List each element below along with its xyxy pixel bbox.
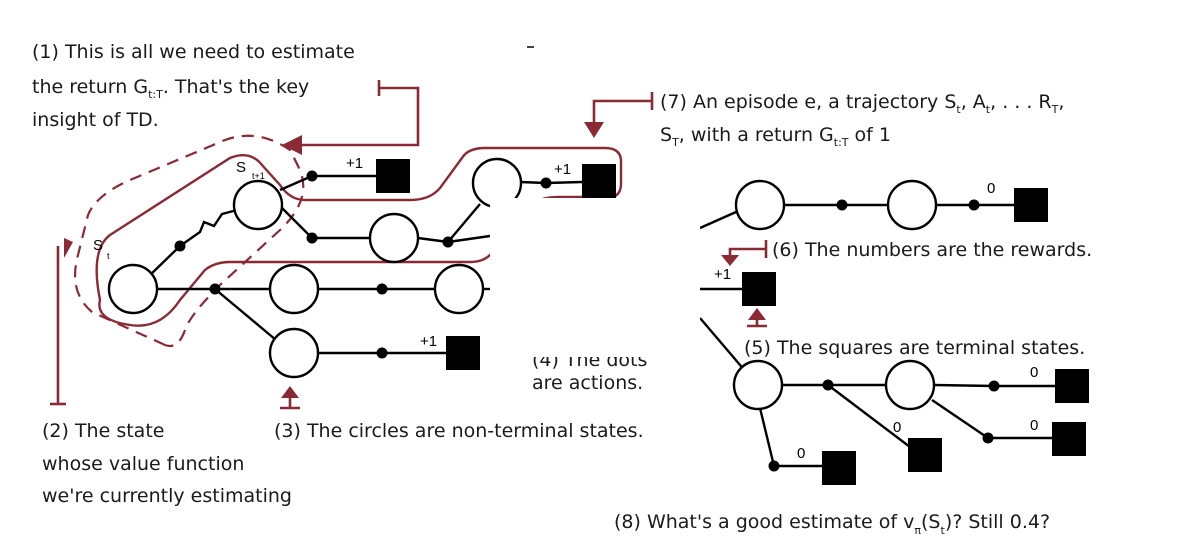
annotation-1-line3: insight of TD. [32,109,159,131]
edge-right-a-term-diag [827,384,911,448]
edge-a1-st1-zigzag [179,208,238,247]
edge-st-a1 [146,245,181,279]
state-circle [268,327,320,379]
edge-st1-a2 [279,174,313,192]
action-dot [209,283,221,295]
terminal-square [822,451,856,485]
occluding-panel [490,198,700,343]
edge-right-s9-a-down [931,399,989,439]
annotation-1-line1: (1) This is all we need to estimate [32,41,355,63]
annotation-5: (5) The squares are terminal states. [744,337,1085,359]
edge-right-s8-down [758,407,776,467]
action-dot [174,240,186,252]
episode-trajectory-outline [95,146,623,327]
state-circle [734,179,786,231]
annotation-2-line1: (2) The state [42,420,164,442]
state-circle [368,212,420,264]
annotation-1-line2: the return Gt:T. That's the key [32,76,309,101]
terminal-square [446,336,480,370]
annotation-2-line3: we're currently estimating [42,485,292,507]
state-st [107,263,159,315]
terminal-square [376,159,410,193]
terminal-square [1014,188,1048,222]
current-state-dashed-outline [74,134,305,348]
action-dot [540,177,552,189]
action-dot [768,460,780,472]
annotation-7-line1: (7) An episode e, a trajectory St, At, .… [660,91,1064,116]
state-label-st: S [93,237,103,254]
callout-5-marker [747,308,767,328]
state-circle [732,359,784,411]
edge-st1-a3 [279,205,313,239]
annotation-4: (4) The dots are actions. [520,343,700,394]
state-label-st1-sub: t+1 [252,171,265,181]
action-dot [982,432,994,444]
terminal-square [908,438,942,472]
action-dot [376,283,388,295]
action-dot [306,170,318,182]
callout-6-arrow [721,240,768,266]
terminal-square [1055,369,1089,403]
edge-a5-term2 [545,180,583,185]
annotation-6: (6) The numbers are the rewards. [772,239,1092,261]
reward-label: 0 [987,180,995,197]
state-circle [886,179,938,231]
reward-label: 0 [1030,364,1038,381]
reward-label: +1 [554,161,571,178]
callout-2-marker [50,238,73,406]
terminal-square [582,164,616,198]
callout-3-marker [280,386,300,410]
reward-label: 0 [893,419,901,436]
terminal-square [742,272,776,306]
annotation-7-line2: ST, with a return Gt:T of 1 [660,124,891,149]
action-dot [376,347,388,359]
state-label-st1: S [236,159,246,176]
reward-label: +1 [346,155,363,172]
action-dot [836,199,848,211]
state-circle [268,263,320,315]
svg-text:are actions.: are actions. [532,372,643,394]
state-circle [433,263,485,315]
annotation-2-line2: whose value function [42,453,244,475]
edge-right-s9-a [933,383,995,388]
edge-a6-s7 [214,288,277,341]
annotation-3: (3) The circles are non-terminal states. [274,420,644,442]
annotation-8: (8) What's a good estimate of vπ(St)? St… [614,511,1050,537]
reward-label: 0 [1030,417,1038,434]
reward-label: +1 [420,333,437,350]
reward-label: 0 [797,445,805,462]
state-circle [884,359,936,411]
action-dot [988,380,1000,392]
callout-7-arrow [584,92,654,138]
action-dot [822,379,834,391]
terminal-square [1052,422,1086,456]
state-st1 [232,179,284,231]
edge-right-down-in [699,317,747,373]
callout-1-arrow [282,80,420,155]
action-dot [306,232,318,244]
action-dot [968,199,980,211]
state-label-st-sub: t [107,251,110,261]
reward-label: +1 [714,266,731,283]
edge-a4-s4 [447,203,481,243]
action-dot [442,236,454,248]
edge-right-top-in [699,210,737,230]
edge-a4-cut [447,234,491,244]
